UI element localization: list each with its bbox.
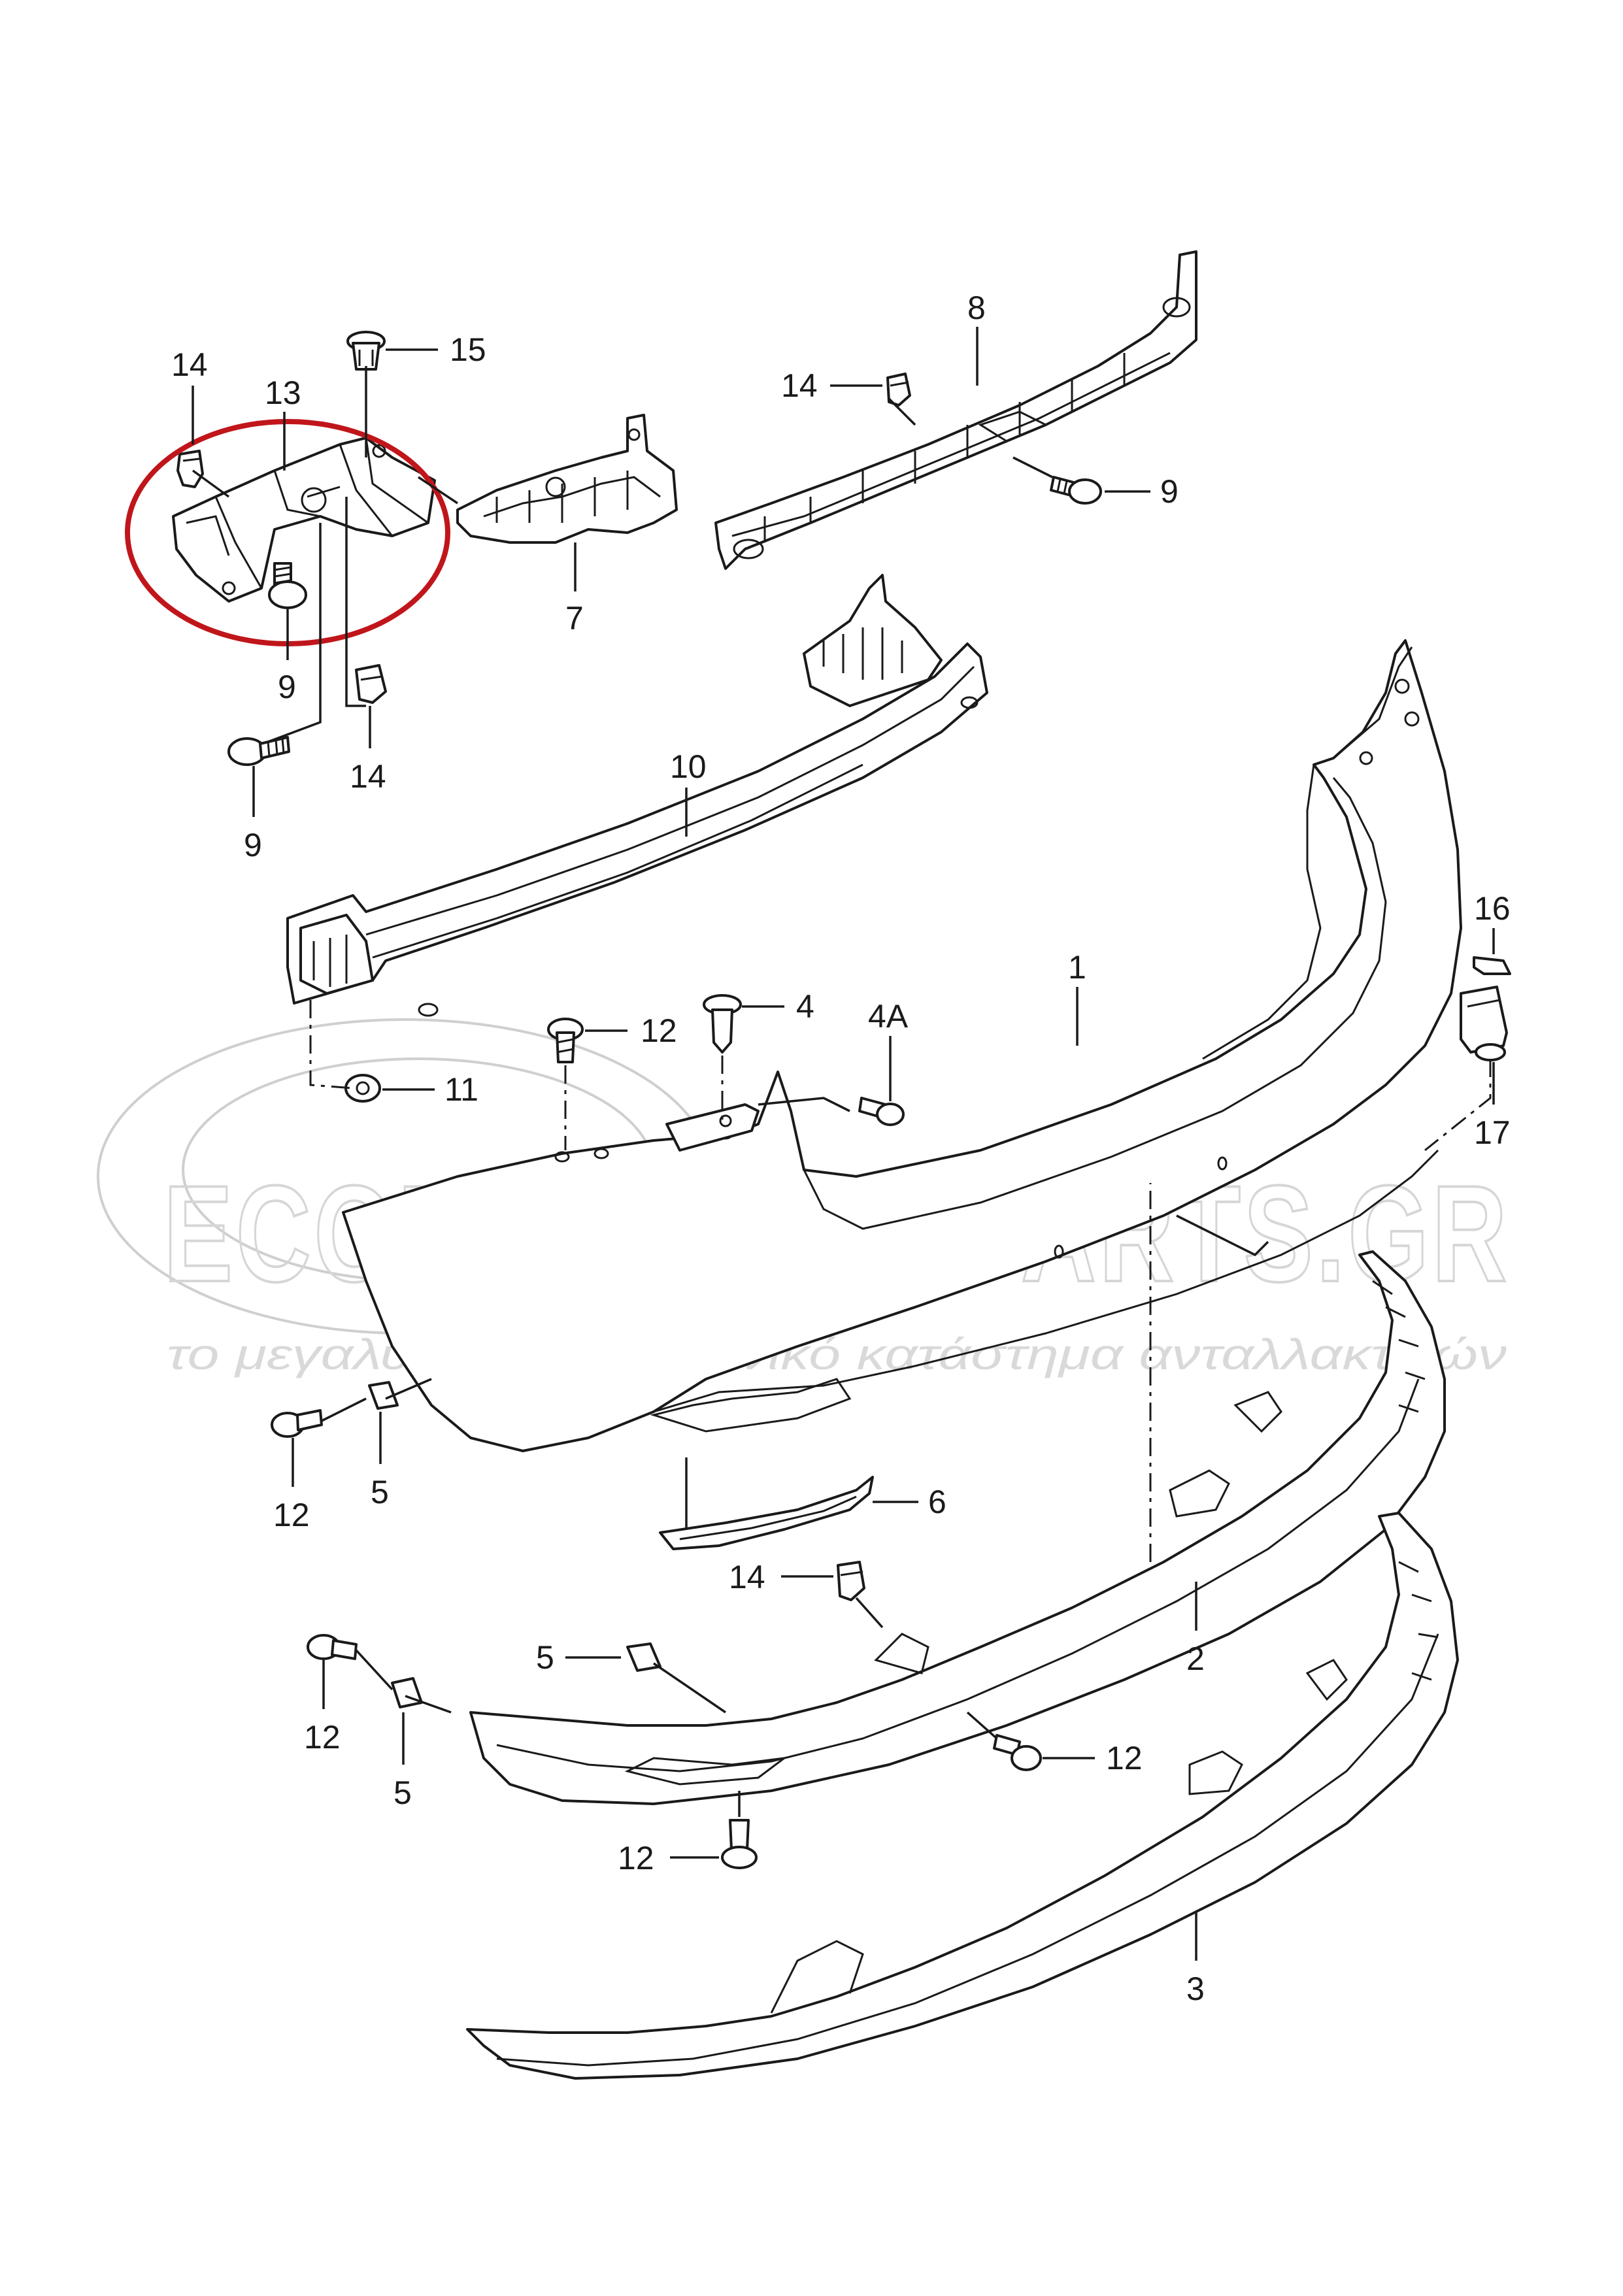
- screw-9-bracket[interactable]: [268, 562, 307, 609]
- screw-9-guide[interactable]: [1050, 476, 1102, 505]
- callout-10: 10: [670, 748, 707, 785]
- clip-14-spoiler[interactable]: [837, 1561, 865, 1601]
- callout-12: 12: [304, 1719, 341, 1755]
- callout-13: 13: [265, 374, 301, 411]
- callout-9: 9: [1160, 473, 1179, 510]
- screw-12-top[interactable]: [547, 1018, 584, 1063]
- callout-17: 17: [1474, 1114, 1511, 1151]
- part-13-left-bracket[interactable]: [172, 437, 436, 603]
- callout-5: 5: [371, 1474, 389, 1510]
- callout-4a: 4A: [868, 998, 909, 1035]
- callout-2: 2: [1186, 1640, 1205, 1677]
- callout-5: 5: [536, 1639, 554, 1676]
- clip-14-lower[interactable]: [355, 664, 387, 704]
- clip-5-spoiler[interactable]: [626, 1642, 661, 1672]
- part-17-mount[interactable]: [1460, 986, 1508, 1061]
- screw-4a[interactable]: [858, 1097, 905, 1126]
- callout-6: 6: [928, 1484, 946, 1520]
- part-6-reflector[interactable]: [659, 1476, 874, 1550]
- clip-14-left[interactable]: [176, 450, 204, 488]
- screw-12-bottom[interactable]: [721, 1819, 758, 1869]
- callout-16: 16: [1474, 890, 1511, 927]
- callout-14: 14: [729, 1559, 765, 1595]
- callout-14: 14: [781, 367, 818, 404]
- callout-14: 14: [350, 758, 386, 795]
- callout-5: 5: [393, 1774, 412, 1811]
- callout-9: 9: [278, 669, 296, 705]
- clip-5-leftlow[interactable]: [391, 1677, 423, 1708]
- part-1-bumper-cover[interactable]: [342, 639, 1462, 1452]
- part-3-diffuser[interactable]: [466, 1512, 1459, 2080]
- part-8-upper-guide[interactable]: [714, 250, 1197, 570]
- callout-12: 12: [618, 1840, 654, 1876]
- nut-11[interactable]: [344, 1074, 381, 1103]
- part-10-impact-beam[interactable]: [286, 574, 988, 1017]
- screw-12-leftmid[interactable]: [271, 1409, 323, 1438]
- clip-14-guide[interactable]: [886, 373, 911, 407]
- callout-12: 12: [641, 1012, 677, 1049]
- clip-15[interactable]: [346, 331, 386, 371]
- watermark-tagline: το μεγαλύτερο ηλεκτρονικό κατάστημα αντα…: [167, 1330, 1507, 1378]
- assembly-lines: [192, 366, 1492, 1817]
- callouts: 14 13 15 9 9 14 7 8 14 9 10 1 16: [171, 290, 1511, 2007]
- clip-5-leftmid[interactable]: [368, 1381, 399, 1410]
- part-16-clip[interactable]: [1473, 956, 1511, 975]
- callout-3: 3: [1186, 1971, 1205, 2007]
- mount-plate: [665, 1103, 760, 1152]
- callout-12: 12: [1106, 1740, 1143, 1776]
- callout-15: 15: [450, 331, 486, 368]
- callout-4: 4: [796, 988, 814, 1025]
- callout-14: 14: [171, 346, 208, 383]
- screw-12-leftlow[interactable]: [307, 1634, 358, 1660]
- rivet-4[interactable]: [703, 994, 742, 1054]
- callout-1: 1: [1068, 949, 1086, 986]
- callout-8: 8: [967, 290, 986, 326]
- callout-11: 11: [444, 1071, 478, 1108]
- callout-7: 7: [565, 600, 584, 637]
- callout-12: 12: [273, 1497, 310, 1533]
- part-7-side-bracket[interactable]: [456, 414, 678, 544]
- screw-9-lower[interactable]: [227, 736, 290, 766]
- screw-12-mid[interactable]: [993, 1734, 1042, 1771]
- part-2-spoiler[interactable]: [469, 1250, 1446, 1805]
- callout-9: 9: [244, 827, 262, 863]
